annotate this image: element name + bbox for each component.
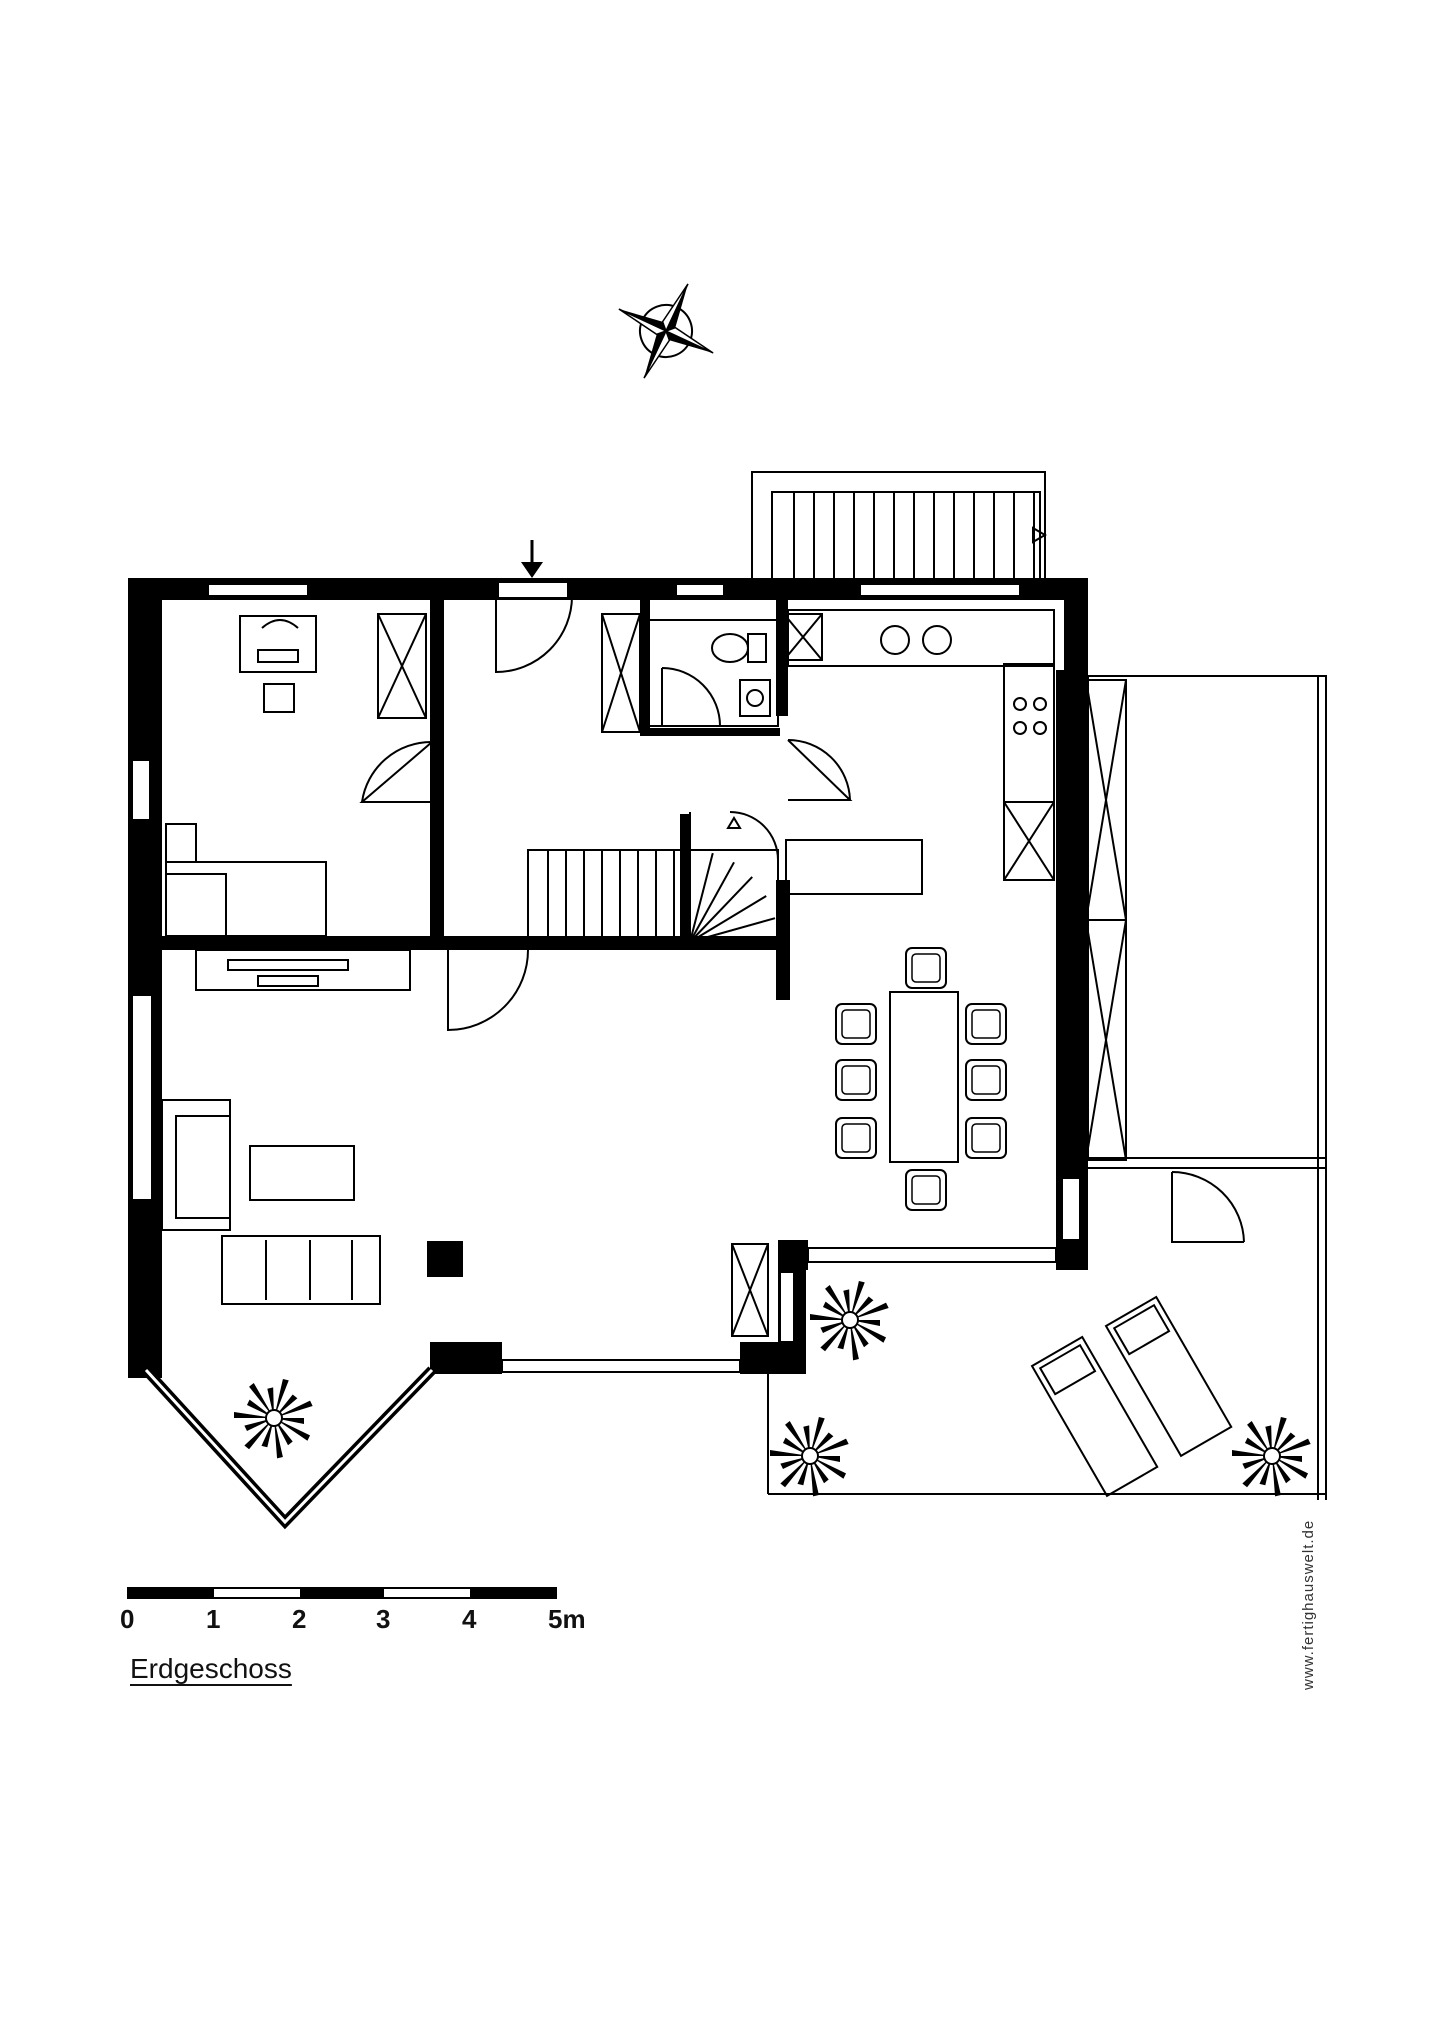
scale-label: 1 (206, 1604, 221, 1634)
wc (641, 619, 779, 727)
office (165, 615, 327, 937)
dining-chair (835, 1003, 877, 1045)
scale-bar (127, 1587, 557, 1599)
terrace (767, 675, 1327, 1500)
compass-rose-icon (618, 283, 714, 379)
plant-icon (1232, 1417, 1311, 1497)
external-stair (751, 471, 1047, 581)
living-furniture (161, 1099, 463, 1305)
plant-icon (810, 1281, 889, 1361)
internal-stair (527, 811, 779, 943)
scale-label: 5m (548, 1604, 586, 1634)
dining-chair (835, 1059, 877, 1101)
dining (835, 947, 1007, 1211)
stair-tread (689, 895, 767, 943)
scale-label: 4 (462, 1604, 477, 1634)
stair-tread (689, 852, 714, 943)
south-window (501, 1177, 1081, 1373)
plan-caption: Erdgeschoss (130, 1653, 292, 1684)
north-windows (207, 581, 1021, 599)
scale-label: 3 (376, 1604, 391, 1634)
dining-chair (965, 1117, 1007, 1159)
sideboard (195, 949, 411, 991)
stair-tread (689, 861, 735, 943)
cabinets (377, 613, 1127, 1337)
scale-label: 2 (292, 1604, 307, 1634)
plant-icon (770, 1417, 849, 1497)
dining-chair (965, 1003, 1007, 1045)
dining-chair (905, 1169, 947, 1211)
west-windows (131, 759, 153, 1201)
scale-label: 0 (120, 1604, 135, 1634)
stair-tread (689, 917, 776, 943)
dining-chair (965, 1059, 1007, 1101)
entrance-arrow-icon (521, 540, 543, 578)
stair-tread (689, 876, 753, 943)
plant-icon (234, 1379, 313, 1459)
exterior-walls (128, 578, 1088, 1378)
watermark: www.fertighauswelt.de (1300, 1519, 1317, 1690)
dining-chair (835, 1117, 877, 1159)
bay-window (142, 1366, 436, 1530)
dining-chair (905, 947, 947, 989)
kitchen (785, 609, 1055, 895)
